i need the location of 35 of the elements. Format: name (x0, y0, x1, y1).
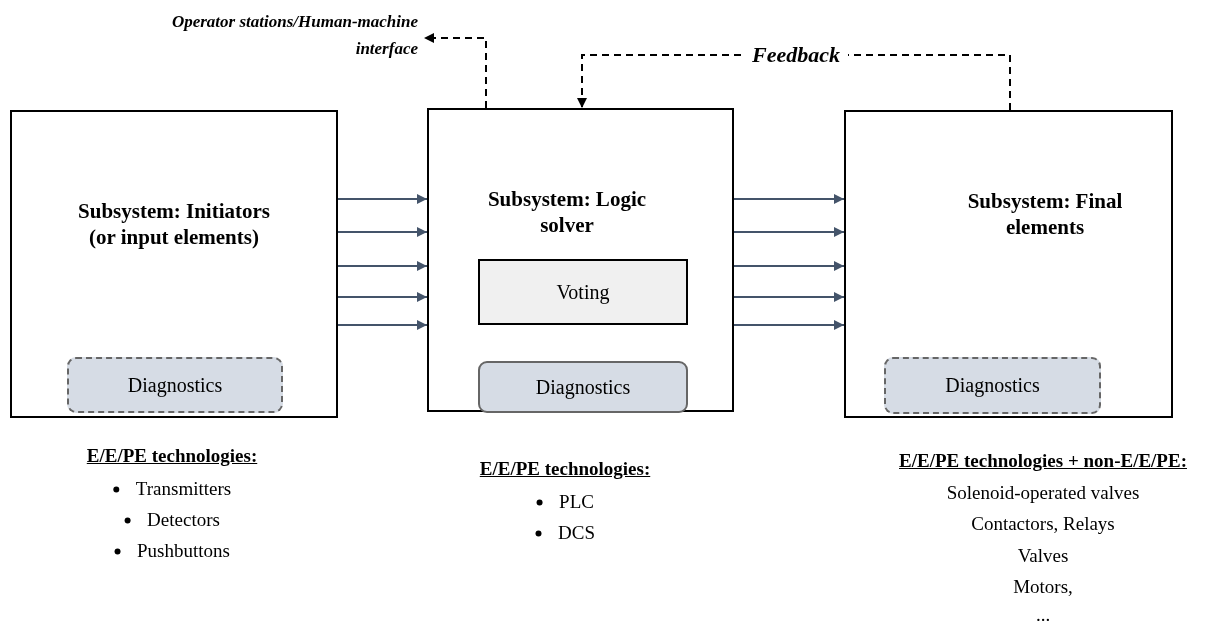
arrow (337, 292, 428, 302)
list-item: ... (1035, 604, 1051, 626)
arrow (733, 194, 845, 204)
list-item: DCS (558, 522, 595, 544)
voting-box: Voting (478, 259, 688, 325)
list-item: Contactors, Relays (971, 513, 1115, 535)
diagnostics-box: Diagnostics (478, 361, 688, 413)
subsystem-box (844, 110, 1173, 418)
list-item: Valves (1017, 545, 1069, 567)
section-heading: E/E/PE technologies: (86, 445, 258, 467)
list-item: Pushbuttons (137, 540, 230, 562)
list-item: Solenoid-operated valves (946, 482, 1140, 504)
diagnostics-box: Diagnostics (884, 357, 1101, 414)
list-item: Motors, (1013, 576, 1073, 598)
list-item: PLC (559, 491, 594, 513)
arrow (733, 320, 845, 330)
section-heading: E/E/PE technologies + non-E/E/PE: (899, 450, 1187, 472)
arrow (733, 227, 845, 237)
arrow (733, 261, 845, 271)
subsystem-title: Subsystem: Logic solver (486, 186, 648, 239)
subsystem-box (427, 108, 734, 412)
dashed-arrow (423, 33, 487, 109)
arrow (337, 194, 428, 204)
interface-text: Operator stations/Human-machine interface (128, 6, 418, 64)
subsystem-box (10, 110, 338, 418)
list-item: Detectors (147, 509, 220, 531)
list-item: Transmitters (135, 478, 232, 500)
arrow (733, 292, 845, 302)
arrow (337, 261, 428, 271)
arrow (337, 320, 428, 330)
subsystem-title: Subsystem: Final elements (966, 188, 1124, 241)
diagnostics-box: Diagnostics (67, 357, 283, 413)
section-heading: E/E/PE technologies: (479, 458, 651, 480)
subsystem-title: Subsystem: Initiators (or input elements) (77, 198, 271, 251)
arrow (337, 227, 428, 237)
